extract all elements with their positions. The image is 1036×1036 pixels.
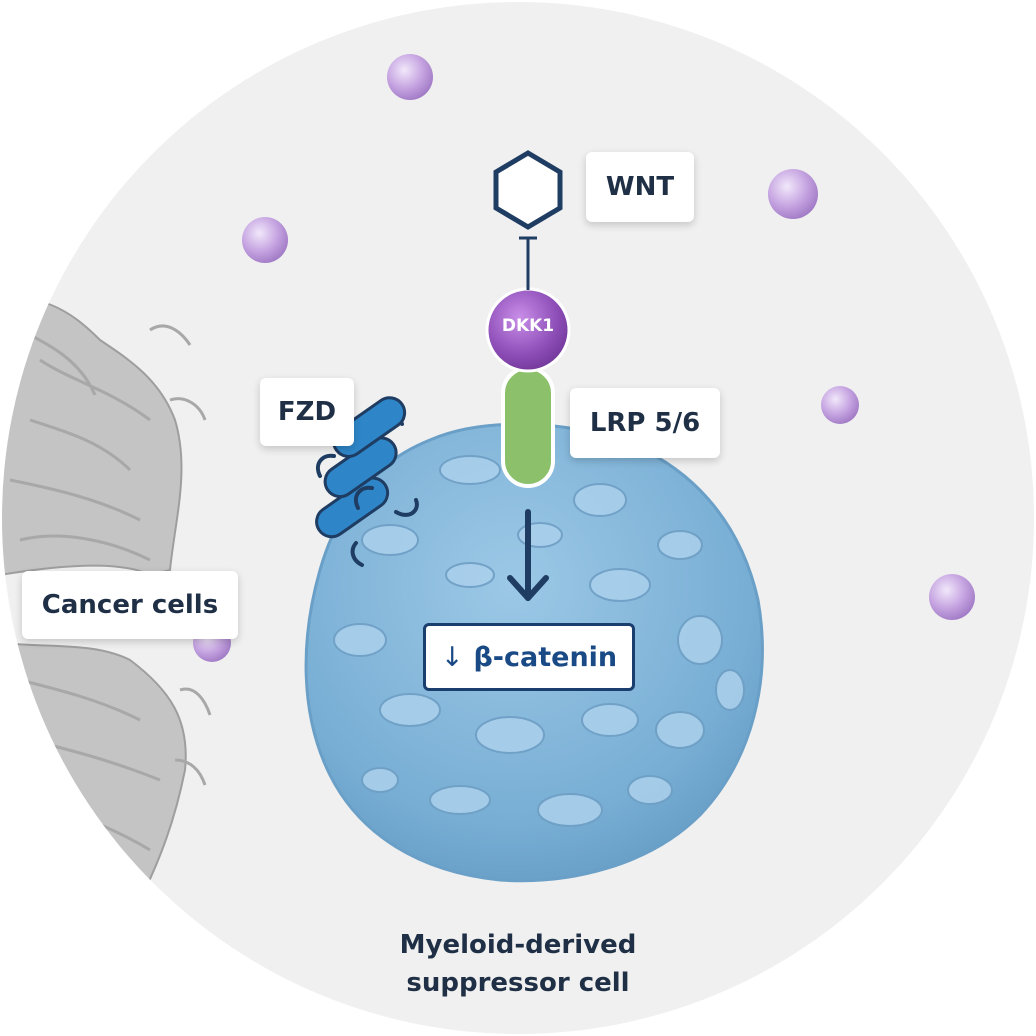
particle [929,574,975,620]
particle [387,54,433,100]
particle [821,386,859,424]
caption-line-1: Myeloid-derived [399,930,637,960]
fzd-label: FZD [260,378,354,446]
particle [768,169,818,219]
down-arrow-icon [507,509,549,601]
particle [242,217,288,263]
wnt-label: WNT [586,152,694,222]
hexagon-icon [493,150,563,230]
cell-caption: Myeloid-derived suppressor cell [318,926,718,1002]
beta-catenin-text: β-catenin [473,641,618,673]
caption-line-2: suppressor cell [406,968,630,998]
cancer-cells-label: Cancer cells [22,571,238,639]
dkk1-label: DKK1 [501,316,555,336]
lrp-receptor [501,366,555,488]
down-arrow-glyph: ↓ [440,641,464,673]
lrp-label: LRP 5/6 [570,388,720,458]
beta-catenin-label: ↓ β-catenin [423,623,635,691]
fzd-receptor [315,396,419,567]
